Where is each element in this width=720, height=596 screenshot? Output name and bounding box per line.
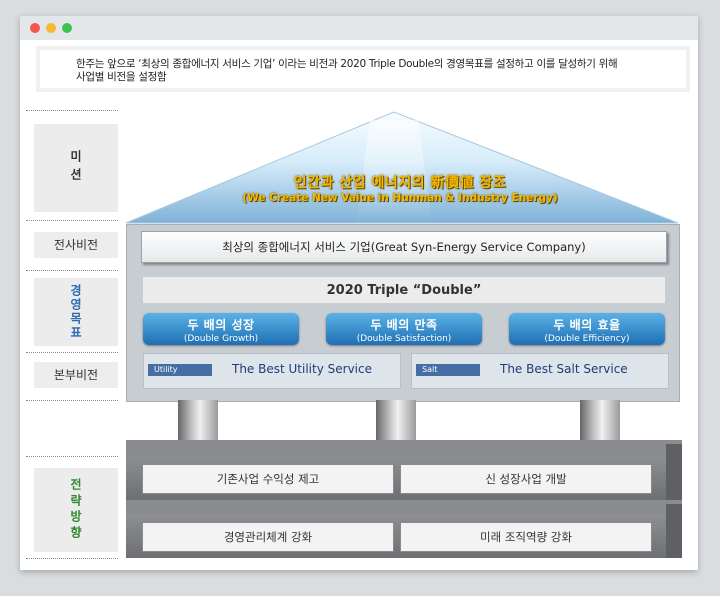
label-mgmt-goals: 경영목표 bbox=[34, 278, 118, 346]
goal-title: 두 배의 효율 bbox=[553, 318, 621, 332]
divider bbox=[26, 352, 118, 353]
divider bbox=[26, 400, 118, 401]
strategy-item: 경영관리체계 강화 bbox=[142, 522, 394, 552]
intro-line-2: 사업별 비전을 설정함 bbox=[76, 71, 167, 83]
label-strategy: 전략방향 bbox=[34, 468, 118, 552]
utility-tag: Utility bbox=[148, 364, 212, 376]
salt-vision-label: The Best Salt Service bbox=[500, 362, 628, 376]
mission-korean: 인간과 산업 에너지의 新價値 창조 bbox=[293, 175, 507, 191]
goal-title: 두 배의 성장 bbox=[187, 318, 255, 332]
goal-subtitle: (Double Efficiency) bbox=[544, 334, 630, 344]
triple-double-bar: 2020 Triple “Double” bbox=[143, 277, 665, 303]
label-company-vision: 전사비전 bbox=[34, 232, 118, 258]
slab-side bbox=[666, 504, 682, 558]
goal-efficiency-button[interactable]: 두 배의 효율 (Double Efficiency) bbox=[509, 313, 665, 345]
maximize-dot-icon[interactable] bbox=[62, 23, 72, 33]
goal-title: 두 배의 만족 bbox=[370, 318, 438, 332]
utility-vision-label: The Best Utility Service bbox=[232, 362, 372, 376]
intro-box: 한주는 앞으로 ‘최상의 종합에너지 서비스 기업’ 이라는 비전과 2020 … bbox=[36, 46, 690, 92]
salt-vision-box: Salt The Best Salt Service bbox=[411, 353, 669, 389]
slab-side bbox=[666, 444, 682, 500]
roof-triangle bbox=[125, 111, 679, 224]
utility-vision-box: Utility The Best Utility Service bbox=[143, 353, 401, 389]
label-division-vision: 본부비전 bbox=[34, 362, 118, 388]
strategy-item: 기존사업 수익성 제고 bbox=[142, 464, 394, 494]
company-vision-bar: 최상의 종합에너지 서비스 기업(Great Syn-Energy Servic… bbox=[141, 231, 667, 263]
divider bbox=[26, 270, 118, 271]
divider bbox=[26, 558, 118, 559]
minimize-dot-icon[interactable] bbox=[46, 23, 56, 33]
divider bbox=[26, 220, 118, 221]
slab-top-1 bbox=[126, 440, 682, 456]
intro-line-1: 한주는 앞으로 ‘최상의 종합에너지 서비스 기업’ 이라는 비전과 2020 … bbox=[76, 58, 618, 70]
window-titlebar bbox=[20, 16, 698, 40]
close-dot-icon[interactable] bbox=[30, 23, 40, 33]
strategy-item: 신 성장사업 개발 bbox=[400, 464, 652, 494]
diagram-window: 한주는 앞으로 ‘최상의 종합에너지 서비스 기업’ 이라는 비전과 2020 … bbox=[20, 16, 698, 570]
goal-satisfaction-button[interactable]: 두 배의 만족 (Double Satisfaction) bbox=[326, 313, 482, 345]
salt-tag: Salt bbox=[416, 364, 480, 376]
intro-text: 한주는 앞으로 ‘최상의 종합에너지 서비스 기업’ 이라는 비전과 2020 … bbox=[76, 58, 676, 84]
vision-panel: 최상의 종합에너지 서비스 기업(Great Syn-Energy Servic… bbox=[126, 224, 680, 402]
mission-english: (We Create New Value in Hunman & Industr… bbox=[242, 192, 558, 204]
strategy-item: 미래 조직역량 강화 bbox=[400, 522, 652, 552]
goal-subtitle: (Double Growth) bbox=[183, 334, 259, 344]
slab-top-2 bbox=[126, 500, 682, 514]
divider bbox=[26, 110, 118, 111]
goal-subtitle: (Double Satisfaction) bbox=[356, 334, 452, 344]
label-mission: 미션 bbox=[34, 124, 118, 212]
divider bbox=[26, 456, 118, 457]
goal-growth-button[interactable]: 두 배의 성장 (Double Growth) bbox=[143, 313, 299, 345]
